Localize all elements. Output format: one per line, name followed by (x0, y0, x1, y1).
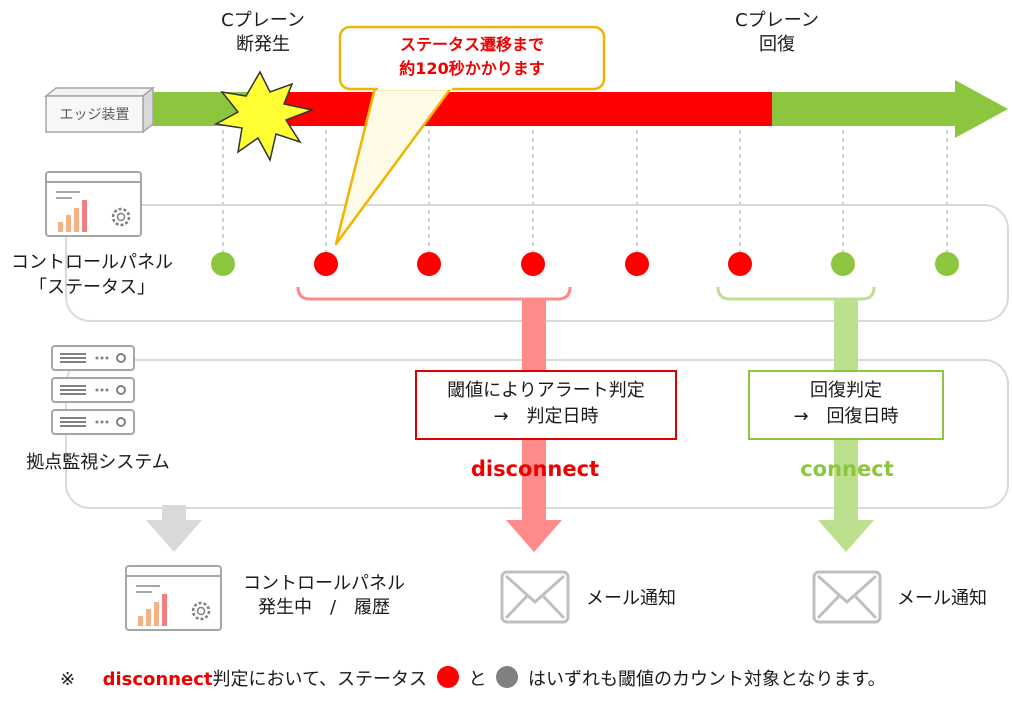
alert-arrow-shaft-top (522, 300, 546, 370)
outage-burst-icon (213, 70, 315, 163)
panel-arrow-head (146, 520, 202, 552)
recover-arrow-shaft-bottom (834, 440, 858, 524)
alert-judgement-line-2: → 判定日時 (493, 406, 599, 427)
edge-device-icon (43, 86, 156, 134)
alert-judgement-box: 閾値によりアラート判定 → 判定日時 (415, 370, 677, 440)
footnote: ※ disconnect判定において、ステータス と はいずれも閾値のカウント対… (60, 666, 886, 692)
event-recovery-line-2: 回復 (759, 34, 795, 55)
status-dot-red (314, 252, 338, 276)
red-dot-icon (436, 666, 459, 688)
history-panel-label: コントロールパネル 発生中 / 履歴 (232, 572, 416, 620)
server-icon (51, 345, 135, 435)
disconnect-label: disconnect (470, 457, 600, 481)
callout-line-2: 約120秒かかります (399, 59, 545, 78)
alert-judgement-line-1: 閾値によりアラート判定 (447, 380, 645, 401)
recovery-judgement-line-2: → 回復日時 (793, 406, 899, 427)
timeline-arrow-head (955, 80, 1008, 138)
status-dot-green (831, 252, 855, 276)
recover-arrow-head (818, 520, 874, 552)
status-panel-label: コントロールパネル 「ステータス」 (6, 250, 178, 300)
event-recovery-line-1: Cプレーン (735, 10, 819, 31)
mail-notify-label-2: メール通知 (897, 588, 987, 609)
status-dot-green (211, 252, 235, 276)
alert-arrow-head (506, 520, 562, 552)
footnote-mark: ※ (60, 669, 76, 690)
event-outage-line-1: Cプレーン (221, 10, 305, 31)
timeline-green-end (772, 92, 960, 126)
recovery-judgement-box: 回復判定 → 回復日時 (748, 370, 944, 440)
recover-arrow-shaft-top (834, 300, 858, 370)
footnote-text-c: はいずれも閾値のカウント対象となります。 (527, 669, 886, 690)
control-panel-icon (45, 171, 142, 237)
mail-notify-label-1: メール通知 (586, 588, 676, 609)
connect-label: connect (800, 457, 894, 481)
mail-icon (812, 570, 882, 624)
time-grid-lines (222, 130, 948, 252)
panel-arrow-shaft (162, 505, 186, 523)
event-recovery-label: Cプレーン 回復 (722, 9, 832, 57)
edge-device-label: エッジ装置 (59, 107, 130, 123)
history-panel-icon (125, 565, 222, 631)
callout-text: ステータス遷移まで 約120秒かかります (342, 33, 602, 81)
monitor-label: 拠点監視システム (26, 452, 170, 473)
event-outage-line-2: 断発生 (236, 34, 290, 55)
status-dot-red (417, 252, 441, 276)
status-panel-label-line-1: コントロールパネル (11, 252, 173, 273)
callout-box (338, 25, 606, 91)
mail-icon (500, 570, 570, 624)
green-bracket (716, 286, 876, 301)
status-dot-red (521, 252, 545, 276)
status-dot-red (625, 252, 649, 276)
gray-dot-icon (496, 666, 519, 688)
history-panel-line-2: 発生中 / 履歴 (257, 597, 391, 618)
footnote-text-b: と (468, 669, 487, 690)
status-dot-red (728, 252, 752, 276)
footnote-text-a: 判定において、ステータス (212, 669, 428, 690)
status-panel-label-line-2: 「ステータス」 (29, 277, 155, 298)
callout-line-1: ステータス遷移まで (399, 35, 544, 54)
history-panel-line-1: コントロールパネル (243, 573, 405, 594)
status-dot-green (935, 252, 959, 276)
red-bracket (296, 286, 572, 301)
event-outage-label: Cプレーン 断発生 (208, 9, 318, 57)
footnote-keyword: disconnect (102, 669, 213, 690)
timeline-red-segment (250, 92, 772, 126)
recovery-judgement-line-1: 回復判定 (810, 380, 882, 401)
alert-arrow-shaft-bottom (522, 440, 546, 524)
